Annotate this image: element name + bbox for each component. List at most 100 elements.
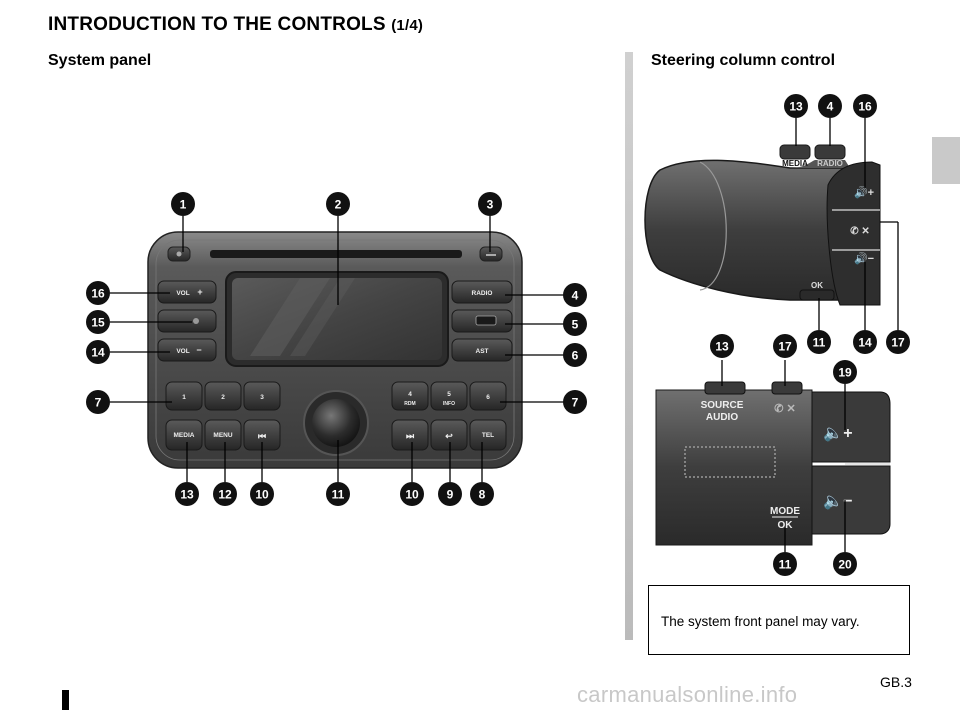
chapter-tab-marker bbox=[932, 137, 960, 184]
vol-down-button[interactable]: VOL − bbox=[157, 338, 217, 362]
callout-circle bbox=[773, 552, 797, 576]
svg-text:+: + bbox=[197, 287, 202, 297]
callout-circle bbox=[784, 94, 808, 118]
callout-number: 16 bbox=[91, 287, 105, 301]
radio-button[interactable]: RADIO bbox=[451, 280, 513, 304]
callout-circle bbox=[326, 482, 350, 506]
band-button[interactable] bbox=[451, 309, 513, 333]
callout-number: 11 bbox=[779, 558, 792, 572]
callout-number: 17 bbox=[891, 336, 905, 350]
ok-stalk-button[interactable] bbox=[799, 289, 835, 301]
svg-text:✆ ✕: ✆ ✕ bbox=[774, 403, 796, 415]
callout-circle bbox=[563, 312, 587, 336]
callout-number: 4 bbox=[572, 289, 579, 303]
callout-number: 13 bbox=[180, 488, 194, 502]
svg-text:OK: OK bbox=[778, 520, 794, 531]
stalk-top-leader-lines bbox=[795, 118, 899, 330]
svg-text:⏭: ⏭ bbox=[406, 431, 415, 441]
system-panel-leader-lines bbox=[110, 216, 564, 482]
svg-text:RADIO: RADIO bbox=[472, 290, 493, 297]
corner-mark bbox=[62, 690, 69, 710]
page-number: GB.3 bbox=[880, 674, 912, 690]
svg-text:VOL: VOL bbox=[176, 290, 189, 297]
callout-circle bbox=[478, 192, 502, 216]
svg-text:RDM: RDM bbox=[404, 401, 415, 407]
callout-number: 7 bbox=[95, 396, 102, 410]
phone-stalk-button[interactable] bbox=[771, 381, 803, 395]
callout-circle bbox=[171, 192, 195, 216]
page-indicator: (1/4) bbox=[391, 17, 424, 34]
mute-button[interactable] bbox=[157, 309, 217, 333]
svg-text:↩: ↩ bbox=[445, 431, 453, 441]
ast-button[interactable]: AST bbox=[451, 338, 513, 362]
svg-text:MEDIA: MEDIA bbox=[782, 159, 808, 168]
callout-circle bbox=[86, 310, 110, 334]
radio-stalk-button[interactable] bbox=[814, 144, 846, 160]
svg-text:−: − bbox=[196, 345, 201, 355]
svg-text:4: 4 bbox=[408, 391, 412, 398]
back-button[interactable]: ↩ bbox=[430, 419, 468, 451]
note-box: The system front panel may vary. bbox=[648, 585, 910, 655]
callout-circle bbox=[213, 482, 237, 506]
callout-circle bbox=[438, 482, 462, 506]
svg-text:🔈−: 🔈− bbox=[823, 493, 852, 510]
source-audio-stalk-button[interactable] bbox=[704, 381, 746, 395]
preset-button-6[interactable]: 6 bbox=[469, 381, 507, 411]
svg-text:MEDIA: MEDIA bbox=[174, 432, 195, 439]
preset-button-3[interactable]: 3 bbox=[243, 381, 281, 411]
callout-circle bbox=[833, 552, 857, 576]
callout-number: 15 bbox=[91, 316, 105, 330]
callout-number: 10 bbox=[255, 488, 269, 502]
callout-number: 8 bbox=[479, 488, 486, 502]
vol-up-button[interactable]: VOL + bbox=[157, 280, 217, 304]
callout-circle bbox=[86, 390, 110, 414]
section-heading-steering-column: Steering column control bbox=[651, 52, 836, 69]
svg-text:OK: OK bbox=[811, 281, 823, 290]
callout-number: 14 bbox=[858, 336, 872, 350]
previous-track-button[interactable]: ⏮ bbox=[243, 419, 281, 451]
callout-circle bbox=[86, 340, 110, 364]
column-divider bbox=[625, 52, 633, 640]
svg-text:SOURCE: SOURCE bbox=[701, 400, 744, 411]
media-stalk-button[interactable] bbox=[779, 144, 811, 160]
callout-circle bbox=[773, 334, 797, 358]
callout-circle bbox=[470, 482, 494, 506]
tel-button[interactable]: TEL bbox=[469, 419, 507, 451]
svg-text:VOL: VOL bbox=[176, 348, 189, 355]
callout-number: 3 bbox=[487, 198, 494, 212]
next-track-button[interactable]: ⏭ bbox=[391, 419, 429, 451]
svg-text:🔊−: 🔊− bbox=[854, 251, 874, 265]
callout-circle bbox=[853, 330, 877, 354]
callout-number: 19 bbox=[838, 366, 852, 380]
svg-text:⏮: ⏮ bbox=[258, 431, 266, 441]
svg-text:3: 3 bbox=[260, 394, 264, 401]
callout-number: 12 bbox=[218, 488, 232, 502]
preset-button-1[interactable]: 1 bbox=[165, 381, 203, 411]
callout-number: 4 bbox=[827, 100, 834, 114]
media-button[interactable]: MEDIA bbox=[165, 419, 203, 451]
svg-text:INFO: INFO bbox=[443, 401, 455, 407]
callout-number: 10 bbox=[405, 488, 419, 502]
svg-text:AST: AST bbox=[476, 348, 489, 355]
callout-number: 11 bbox=[813, 336, 826, 350]
svg-text:✆ ✕: ✆ ✕ bbox=[850, 226, 870, 237]
callout-circle bbox=[710, 334, 734, 358]
preset-button-2[interactable]: 2 bbox=[204, 381, 242, 411]
callout-circle bbox=[563, 283, 587, 307]
callout-number: 1 bbox=[180, 198, 187, 212]
svg-text:🔈+: 🔈+ bbox=[823, 425, 852, 442]
cd-slot[interactable] bbox=[210, 250, 462, 258]
callout-circle bbox=[833, 360, 857, 384]
callout-circle bbox=[886, 330, 910, 354]
callout-circle bbox=[818, 94, 842, 118]
menu-button[interactable]: MENU bbox=[204, 419, 242, 451]
callout-number: 13 bbox=[715, 340, 729, 354]
callout-number: 6 bbox=[572, 349, 579, 363]
callout-number: 20 bbox=[838, 558, 852, 572]
svg-text:TEL: TEL bbox=[482, 432, 494, 439]
callout-number: 2 bbox=[335, 198, 342, 212]
